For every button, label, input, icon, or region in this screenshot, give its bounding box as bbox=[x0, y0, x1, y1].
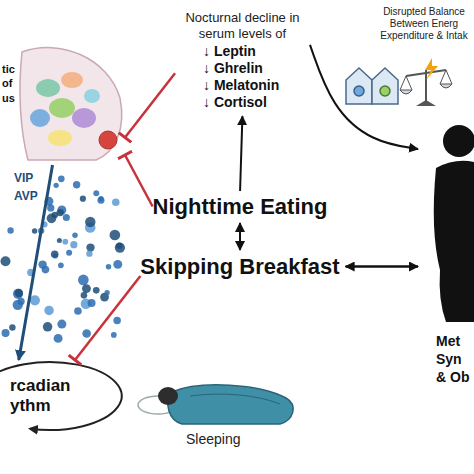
node-text: ↓ Ghrelin bbox=[177, 60, 308, 77]
connector bbox=[75, 276, 140, 360]
connector bbox=[125, 155, 153, 207]
connector bbox=[310, 45, 418, 149]
node-text: Nocturnal decline in serum levels of bbox=[177, 10, 308, 41]
connector bbox=[240, 116, 242, 191]
hypothalamus-illustration bbox=[20, 48, 122, 160]
behavior-label: Skipping Breakfast bbox=[140, 253, 339, 280]
balance-label: Disrupted Balance Between Energ Expendit… bbox=[378, 6, 470, 42]
connector bbox=[125, 73, 175, 137]
illustration-caption: Sleeping bbox=[186, 431, 241, 447]
hypothalamus-region: tic of us bbox=[0, 40, 125, 165]
connector bbox=[239, 223, 241, 250]
balance-icon bbox=[346, 58, 452, 106]
node-text: Met Syn & Ob bbox=[436, 332, 472, 386]
circadian-loop bbox=[0, 362, 122, 430]
hormone-box: Nocturnal decline in serum levels of ↓ Le… bbox=[175, 8, 310, 113]
circadian-label: rcadian ythm bbox=[0, 360, 125, 432]
node-text: Nighttime Eating bbox=[153, 193, 328, 220]
node-text: Skipping Breakfast bbox=[140, 253, 339, 280]
node-text: tic of us bbox=[2, 62, 24, 105]
outcome-figure: Met Syn & Ob bbox=[418, 120, 474, 410]
peptide-label: VIP bbox=[14, 171, 33, 185]
node-text: ↓ Cortisol bbox=[177, 94, 308, 111]
node-text: ↓ Leptin bbox=[177, 43, 308, 60]
body-silhouette bbox=[434, 125, 474, 322]
sleeping-person bbox=[138, 385, 293, 424]
connector bbox=[346, 265, 418, 268]
node-text: ↓ Melatonin bbox=[177, 77, 308, 94]
node-text: rcadian ythm bbox=[10, 376, 82, 416]
peptide-label: AVP bbox=[14, 189, 38, 203]
behavior-label: Nighttime Eating bbox=[153, 193, 328, 220]
node-text: Disrupted Balance Between Energ Expendit… bbox=[378, 6, 470, 42]
